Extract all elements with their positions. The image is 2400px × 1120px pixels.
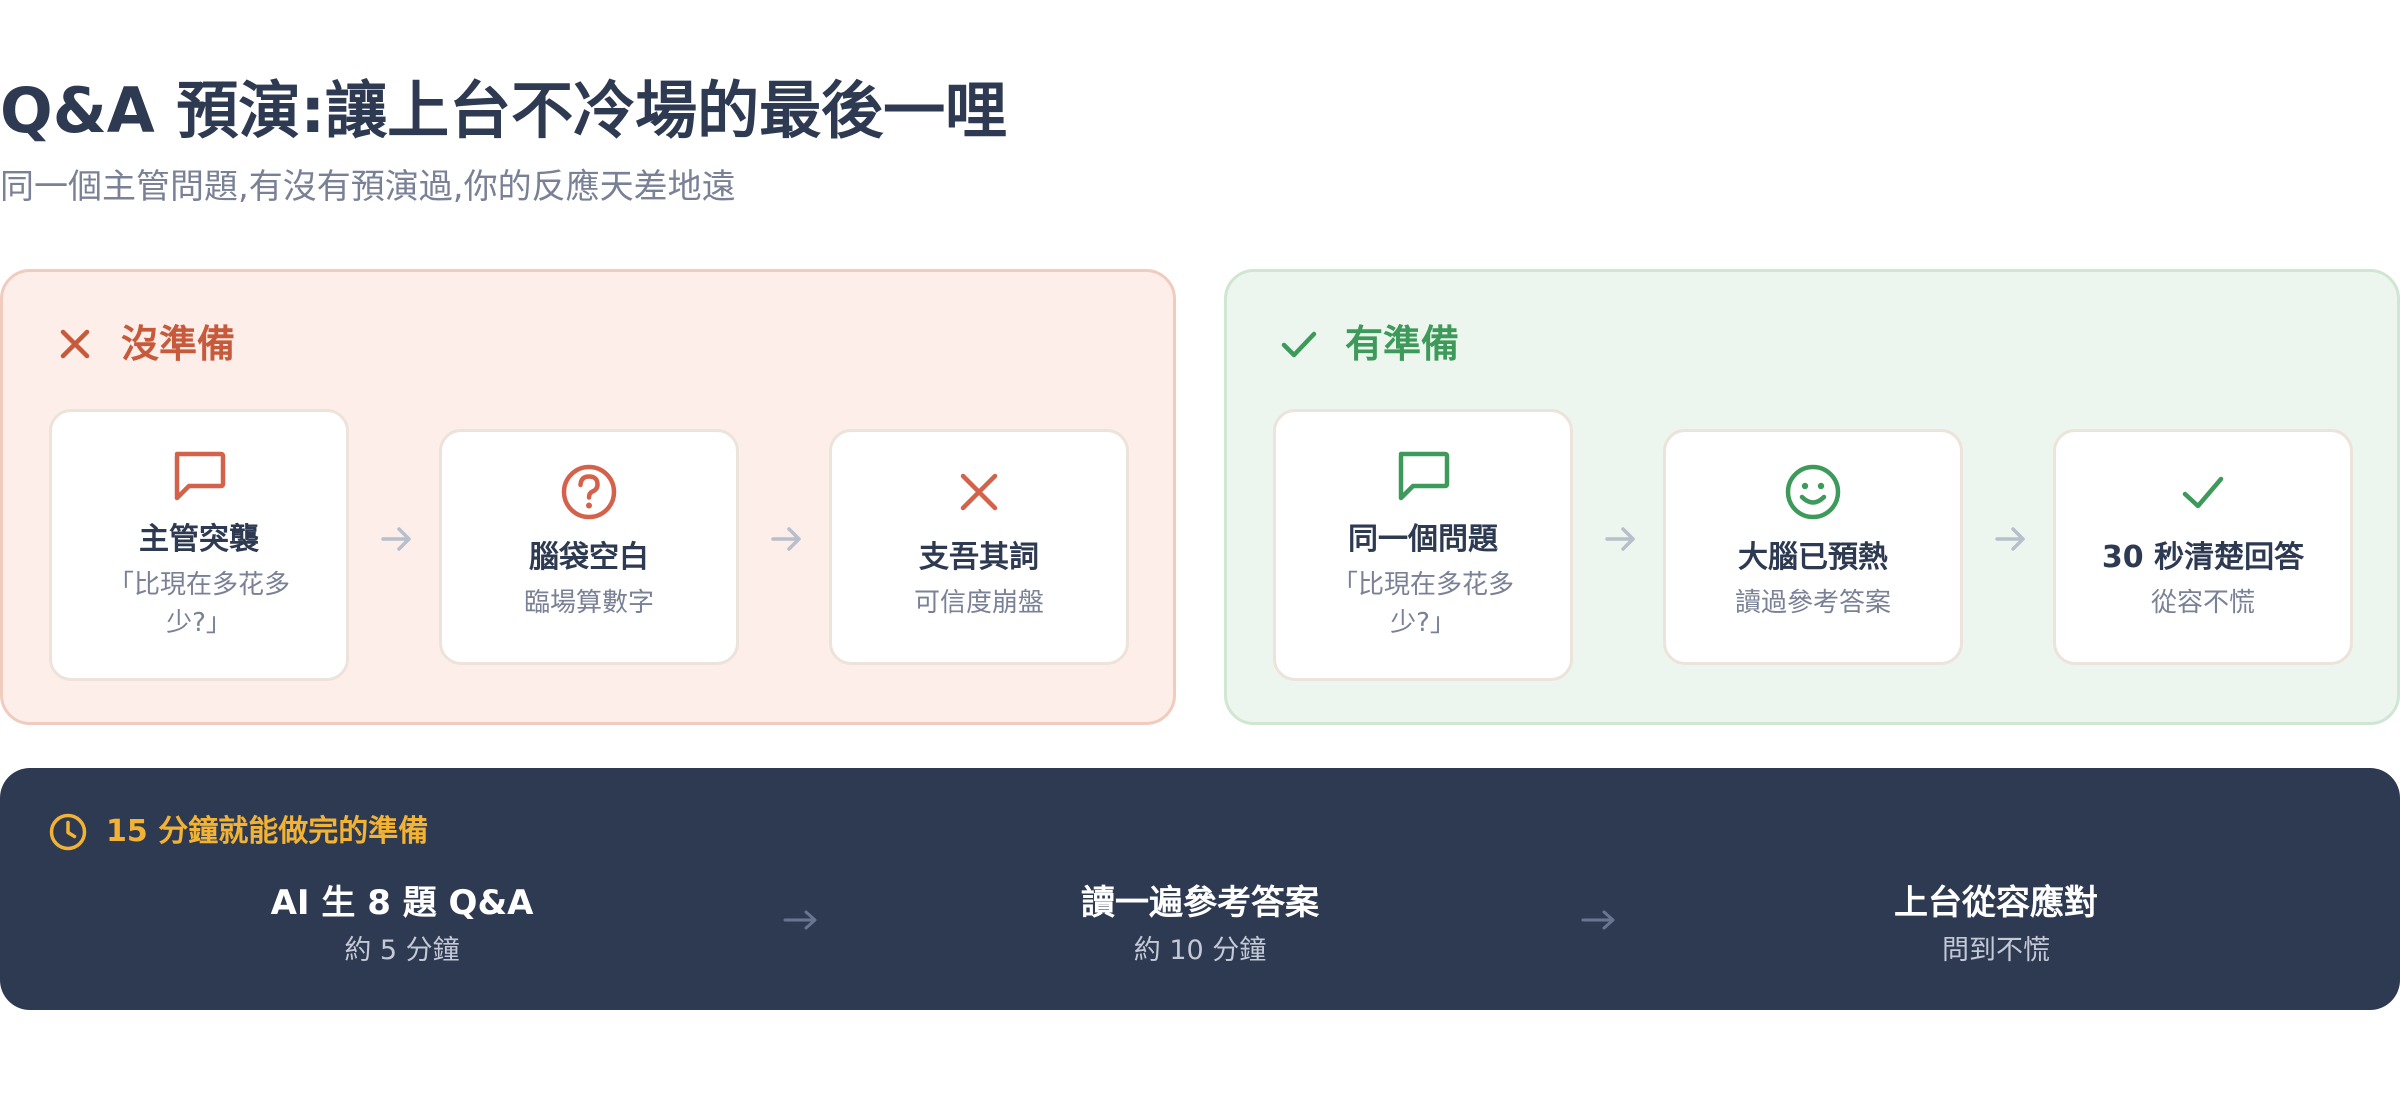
preparation-step-duration: 約 10 分鐘 bbox=[1133, 935, 1267, 966]
preparation-step-title: 上台從容應對 bbox=[1894, 883, 2098, 923]
unprepared-step-card: 主管突襲 「比現在多花多少?」 bbox=[49, 409, 349, 681]
arrow-right-icon bbox=[771, 527, 801, 551]
arrow-right-icon bbox=[1581, 910, 1615, 930]
step-subtitle: 「比現在多花多少?」 bbox=[107, 570, 290, 638]
step-subtitle: 讀過參考答案 bbox=[1734, 588, 1891, 618]
step-title: 腦袋空白 bbox=[529, 540, 649, 575]
prepared-panel: 有準備 同一個問題 「比現在多花多少?」 大腦已預熱 讀過參考答案 30 秒清楚… bbox=[1224, 269, 2400, 725]
step-subtitle: 臨場算數字 bbox=[523, 588, 654, 618]
arrow-right-icon bbox=[1995, 527, 2025, 551]
preparation-step: AI 生 8 題 Q&A 約 5 分鐘 bbox=[142, 878, 662, 972]
step-title: 30 秒清楚回答 bbox=[2101, 540, 2305, 575]
preparation-step-duration: 約 5 分鐘 bbox=[344, 935, 460, 966]
page-subtitle: 同一個主管問題,有沒有預演過,你的反應天差地遠 bbox=[0, 167, 736, 207]
preparation-step-title: AI 生 8 題 Q&A bbox=[270, 883, 534, 923]
preparation-step: 上台從容應對 問到不慌 bbox=[1736, 878, 2256, 972]
x-icon bbox=[960, 473, 998, 511]
prepared-step-card: 30 秒清楚回答 從容不慌 bbox=[2053, 429, 2353, 665]
prepared-header: 有準備 bbox=[1277, 314, 1459, 374]
step-subtitle: 「比現在多花多少?」 bbox=[1331, 570, 1514, 638]
arrow-right-icon bbox=[783, 910, 817, 930]
unprepared-step-card: 支吾其詞 可信度崩盤 bbox=[829, 429, 1129, 665]
arrow-right-icon bbox=[381, 527, 411, 551]
step-title: 同一個問題 bbox=[1348, 522, 1498, 557]
prepared-step-card: 大腦已預熱 讀過參考答案 bbox=[1663, 429, 1963, 665]
x-icon bbox=[60, 329, 90, 359]
speech-bubble-icon bbox=[1398, 451, 1450, 501]
check-icon bbox=[2182, 476, 2224, 509]
preparation-step-duration: 問到不慌 bbox=[1942, 935, 2050, 966]
step-subtitle: 可信度崩盤 bbox=[913, 588, 1044, 618]
preparation-header: 15 分鐘就能做完的準備 bbox=[48, 806, 428, 858]
unprepared-panel: 沒準備 主管突襲 「比現在多花多少?」 腦袋空白 臨場算數字 支吾其詞 可信度崩… bbox=[0, 269, 1176, 725]
preparation-step: 讀一遍參考答案 約 10 分鐘 bbox=[940, 878, 1460, 972]
prepared-title: 有準備 bbox=[1345, 322, 1460, 366]
check-icon bbox=[1281, 331, 1317, 358]
page-title: Q&A 預演:讓上台不冷場的最後一哩 bbox=[0, 74, 1008, 147]
unprepared-step-card: 腦袋空白 臨場算數字 bbox=[439, 429, 739, 665]
unprepared-header: 沒準備 bbox=[53, 314, 235, 374]
step-title: 大腦已預熱 bbox=[1738, 540, 1888, 575]
step-subtitle: 從容不慌 bbox=[2150, 588, 2255, 618]
preparation-step-title: 讀一遍參考答案 bbox=[1081, 883, 1319, 923]
step-title: 支吾其詞 bbox=[919, 540, 1039, 575]
preparation-title: 15 分鐘就能做完的準備 bbox=[106, 814, 429, 849]
preparation-bar: 15 分鐘就能做完的準備 AI 生 8 題 Q&A 約 5 分鐘 讀一遍參考答案… bbox=[0, 768, 2400, 1010]
smiley-icon bbox=[1785, 464, 1841, 520]
unprepared-title: 沒準備 bbox=[121, 322, 236, 366]
arrow-right-icon bbox=[1605, 527, 1635, 551]
speech-bubble-icon bbox=[174, 451, 226, 501]
clock-icon bbox=[49, 813, 87, 851]
step-title: 主管突襲 bbox=[139, 522, 259, 557]
question-circle-icon bbox=[561, 464, 617, 520]
prepared-step-card: 同一個問題 「比現在多花多少?」 bbox=[1273, 409, 1573, 681]
